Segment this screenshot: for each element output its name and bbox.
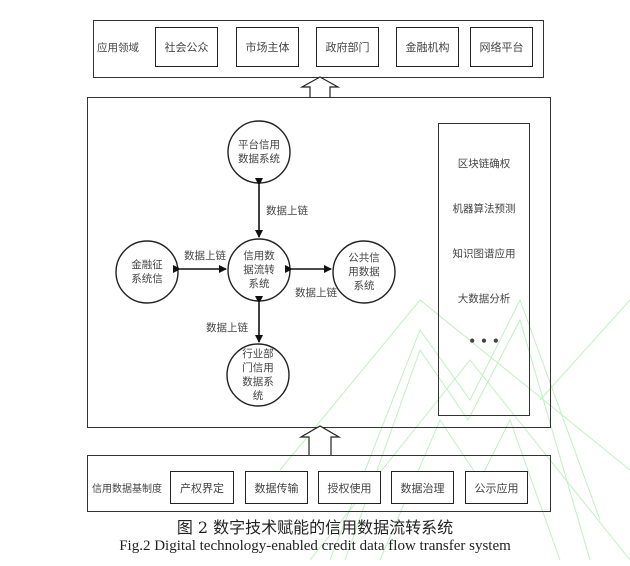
institution-item-governance: 数据治理 <box>391 471 454 504</box>
institution-item-disclosure: 公示应用 <box>465 471 528 504</box>
edge-right-label: 数据上链 <box>295 287 337 299</box>
node-top-label: 平台信用 数据系统 <box>238 139 280 165</box>
institution-item-authorization: 授权使用 <box>318 471 381 504</box>
institution-item-transmission: 数据传输 <box>245 471 308 504</box>
node-right-circle <box>332 240 396 304</box>
institution-layer <box>87 455 551 512</box>
node-right-label: 公共信 用数据 系统 <box>348 252 380 292</box>
node-bottom-circle <box>226 343 290 407</box>
figure-caption-en: Fig.2 Digital technology-enabled credit … <box>119 538 511 554</box>
tech-item-knowledge-graph: 知识图谱应用 <box>452 248 516 260</box>
up-arrow-bottom <box>298 425 342 455</box>
institution-item-property-rights: 产权界定 <box>170 471 234 504</box>
tech-panel: 区块链确权 机器算法预测 知识图谱应用 大数据分析 • • • <box>438 123 530 416</box>
up-arrow-top <box>299 76 341 97</box>
edge-bottom-label: 数据上链 <box>206 322 248 334</box>
node-left-label: 金融征 系统信 <box>131 259 163 285</box>
tech-item-big-data: 大数据分析 <box>457 293 511 305</box>
edge-left-label: 数据上链 <box>184 250 226 262</box>
tech-item-blockchain: 区块链确权 <box>457 158 511 170</box>
application-domain-label: 应用领域 <box>97 42 139 54</box>
node-center-label: 信用数 据流转 系统 <box>243 250 275 290</box>
tech-item-algorithm: 机器算法预测 <box>452 203 516 215</box>
edge-top-label: 数据上链 <box>266 205 308 217</box>
domain-item-platform: 网络平台 <box>470 27 533 67</box>
domain-item-market: 市场主体 <box>236 27 299 67</box>
tech-item-more: • • • <box>468 334 500 348</box>
figure-caption-cn: 图 2 数字技术赋能的信用数据流转系统 <box>176 518 454 537</box>
institution-label: 信用数据基制度 <box>92 484 162 495</box>
domain-item-government: 政府部门 <box>316 27 379 67</box>
node-bottom-label: 行业部 门信用 数据系 统 <box>242 348 274 402</box>
domain-item-finance: 金融机构 <box>396 27 459 67</box>
domain-item-public: 社会公众 <box>155 27 218 67</box>
